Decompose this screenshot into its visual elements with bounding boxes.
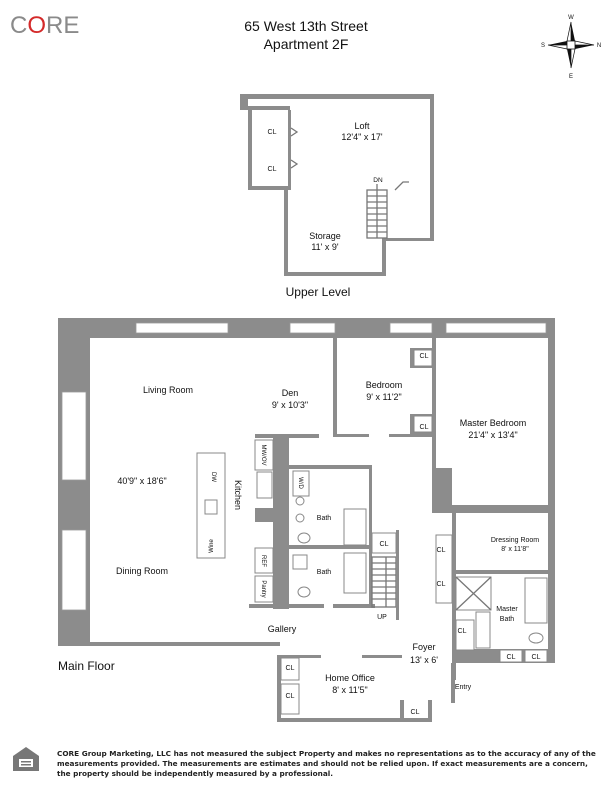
foyer-size: 13' x 6' [410, 655, 438, 665]
equal-housing-icon [13, 747, 39, 771]
home-office-label: Home Office [325, 673, 375, 683]
closet-label: CL [507, 654, 516, 661]
den-label: Den [282, 388, 299, 398]
closet-label: CL [380, 541, 389, 548]
storage-size: 11' x 9' [311, 242, 339, 252]
upper-level-plan: CL CL Loft 12'4" x 17' DN Storage 11' x … [240, 94, 434, 276]
apartment-line: Apartment 2F [263, 36, 349, 52]
svg-text:E: E [569, 74, 573, 80]
master-bedroom-label: Master Bedroom [460, 418, 527, 428]
dressing-room-label: Dressing Room [491, 537, 539, 544]
main-floor-label: Main Floor [58, 659, 115, 673]
svg-text:N: N [597, 43, 601, 49]
dressing-room-size: 8' x 11'8" [501, 546, 529, 553]
stairs-down-label: DN [373, 177, 383, 184]
closet-label: CL [420, 353, 429, 360]
gallery-label: Gallery [268, 624, 297, 634]
bedroom-size: 9' x 11'2" [366, 392, 402, 402]
microwave-oven-label: MW/OV [260, 445, 266, 466]
closet-label: CL [411, 709, 420, 716]
washer-dryer-label: W/D [297, 477, 303, 489]
loft-size: 12'4" x 17' [341, 132, 382, 142]
closet-label: CL [286, 693, 295, 700]
upper-closet-label: CL [268, 129, 277, 136]
master-bath-label: Master [496, 606, 518, 613]
storage-label: Storage [309, 231, 341, 241]
upper-level-label: Upper Level [286, 285, 351, 299]
dishwasher-label: DW [210, 472, 216, 482]
bath-label: Bath [317, 569, 332, 576]
bedroom-label: Bedroom [366, 380, 403, 390]
address-line: 65 West 13th Street [244, 18, 368, 34]
closet-label: CL [458, 628, 467, 635]
disclaimer-text: CORE Group Marketing, LLC has not measur… [57, 749, 596, 778]
dining-room-label: Dining Room [116, 566, 168, 576]
den-size: 9' x 10'3" [272, 400, 308, 410]
main-floor-plan [58, 318, 555, 722]
stairs-up-label: UP [377, 614, 387, 621]
pantry-label: Pantry [260, 580, 266, 597]
core-logo: CORE [10, 12, 80, 39]
svg-text:S: S [541, 43, 545, 49]
kitchen-label: Kitchen [233, 480, 243, 510]
closet-label: CL [437, 581, 446, 588]
closet-label: CL [437, 547, 446, 554]
closet-label: CL [532, 654, 541, 661]
home-office-size: 8' x 11'5" [332, 685, 368, 695]
foyer-label: Foyer [412, 642, 435, 652]
living-room-label: Living Room [143, 385, 193, 395]
living-dining-size: 40'9" x 18'6" [117, 476, 166, 486]
master-bath-label: Bath [500, 616, 515, 623]
refrigerator-label: REF [260, 555, 266, 567]
closet-label: CL [286, 665, 295, 672]
closet-label: CL [420, 424, 429, 431]
loft-label: Loft [354, 121, 370, 131]
svg-text:W: W [568, 15, 574, 21]
bath-label: Bath [317, 515, 332, 522]
master-bedroom-size: 21'4" x 13'4" [468, 430, 517, 440]
upper-closet-label: CL [268, 166, 277, 173]
wine-label: Wine [209, 539, 215, 553]
entry-label: Entry [455, 684, 472, 691]
compass-rose-icon: W E S N [541, 15, 601, 80]
